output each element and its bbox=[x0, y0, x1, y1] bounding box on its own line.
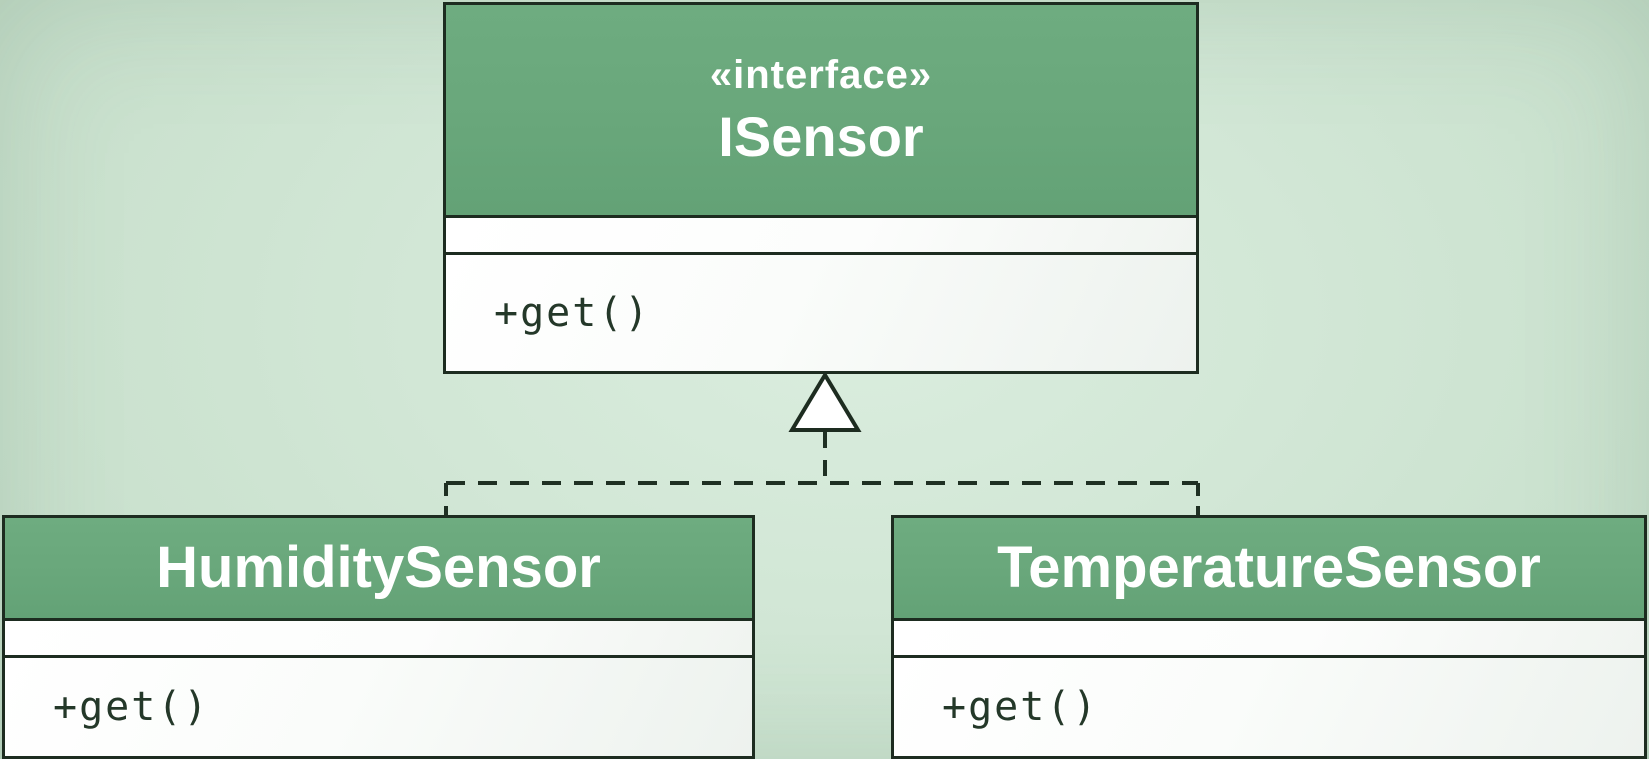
isensor-header: «interface» ISensor bbox=[446, 5, 1196, 218]
temperaturesensor-header: TemperatureSensor bbox=[894, 518, 1644, 621]
humiditysensor-attributes-compartment bbox=[5, 621, 752, 658]
humiditysensor-method-get: +get() bbox=[53, 684, 210, 730]
humiditysensor-name-label: HumiditySensor bbox=[156, 535, 601, 600]
realization-triangle-arrowhead-icon bbox=[788, 371, 862, 432]
isensor-methods-compartment: +get() bbox=[446, 255, 1196, 371]
isensor-attributes-compartment bbox=[446, 218, 1196, 255]
isensor-stereotype-label: «interface» bbox=[709, 53, 933, 97]
class-box-humiditysensor: HumiditySensor +get() bbox=[2, 515, 755, 759]
temperaturesensor-method-get: +get() bbox=[942, 684, 1099, 730]
interface-box-isensor: «interface» ISensor +get() bbox=[443, 2, 1199, 374]
temperaturesensor-attributes-compartment bbox=[894, 621, 1644, 658]
isensor-method-get: +get() bbox=[494, 290, 651, 336]
isensor-name-label: ISensor bbox=[718, 105, 924, 168]
humiditysensor-header: HumiditySensor bbox=[5, 518, 752, 621]
temperaturesensor-methods-compartment: +get() bbox=[894, 658, 1644, 756]
class-box-temperaturesensor: TemperatureSensor +get() bbox=[891, 515, 1647, 759]
humiditysensor-methods-compartment: +get() bbox=[5, 658, 752, 756]
temperaturesensor-name-label: TemperatureSensor bbox=[997, 535, 1541, 600]
